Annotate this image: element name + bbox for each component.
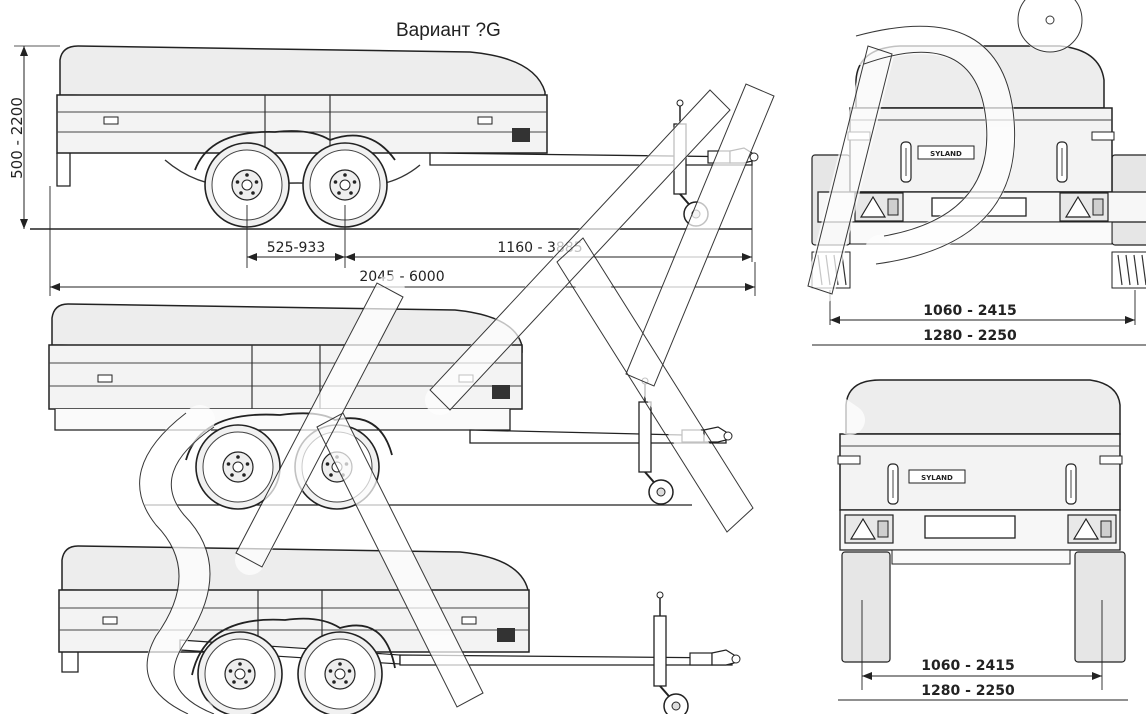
rear-view-top-right-light (1059, 192, 1109, 222)
side-view-bottom-rear-wheel (197, 631, 283, 714)
rear-view-bottom-left-light (844, 514, 894, 544)
rear-view-top-dim-track: 1060 - 2415 (923, 303, 1017, 319)
side-view-top-body (56, 94, 548, 154)
dim-height: 500 - 2200 (8, 97, 26, 179)
rear-view-top-dim-width: 1280 - 2250 (923, 328, 1017, 344)
rear-view-bottom-right-light (1067, 514, 1117, 544)
watermark-logo-outline (139, 0, 1083, 714)
side-view-top-cover (59, 45, 546, 101)
rear-view-bottom: SYLAND 1060 - 2415 1280 - 2250 (837, 379, 1128, 701)
diagram-title: Вариант ?G (396, 20, 501, 41)
dim-axle-spacing: 525-933 (267, 240, 326, 256)
rear-view-bottom-dim-width: 1280 - 2250 (921, 683, 1015, 699)
rear-view-top-plate: SYLAND (930, 150, 962, 158)
side-view-bottom-front-wheel (297, 631, 383, 714)
rear-view-top-left-light (854, 192, 904, 222)
rear-view-bottom-dim-track: 1060 - 2415 (921, 658, 1015, 674)
side-view-bottom-jockey-wheel (653, 591, 689, 714)
rear-view-bottom-plate: SYLAND (921, 474, 953, 482)
side-view-bottom-hitch (689, 649, 741, 666)
